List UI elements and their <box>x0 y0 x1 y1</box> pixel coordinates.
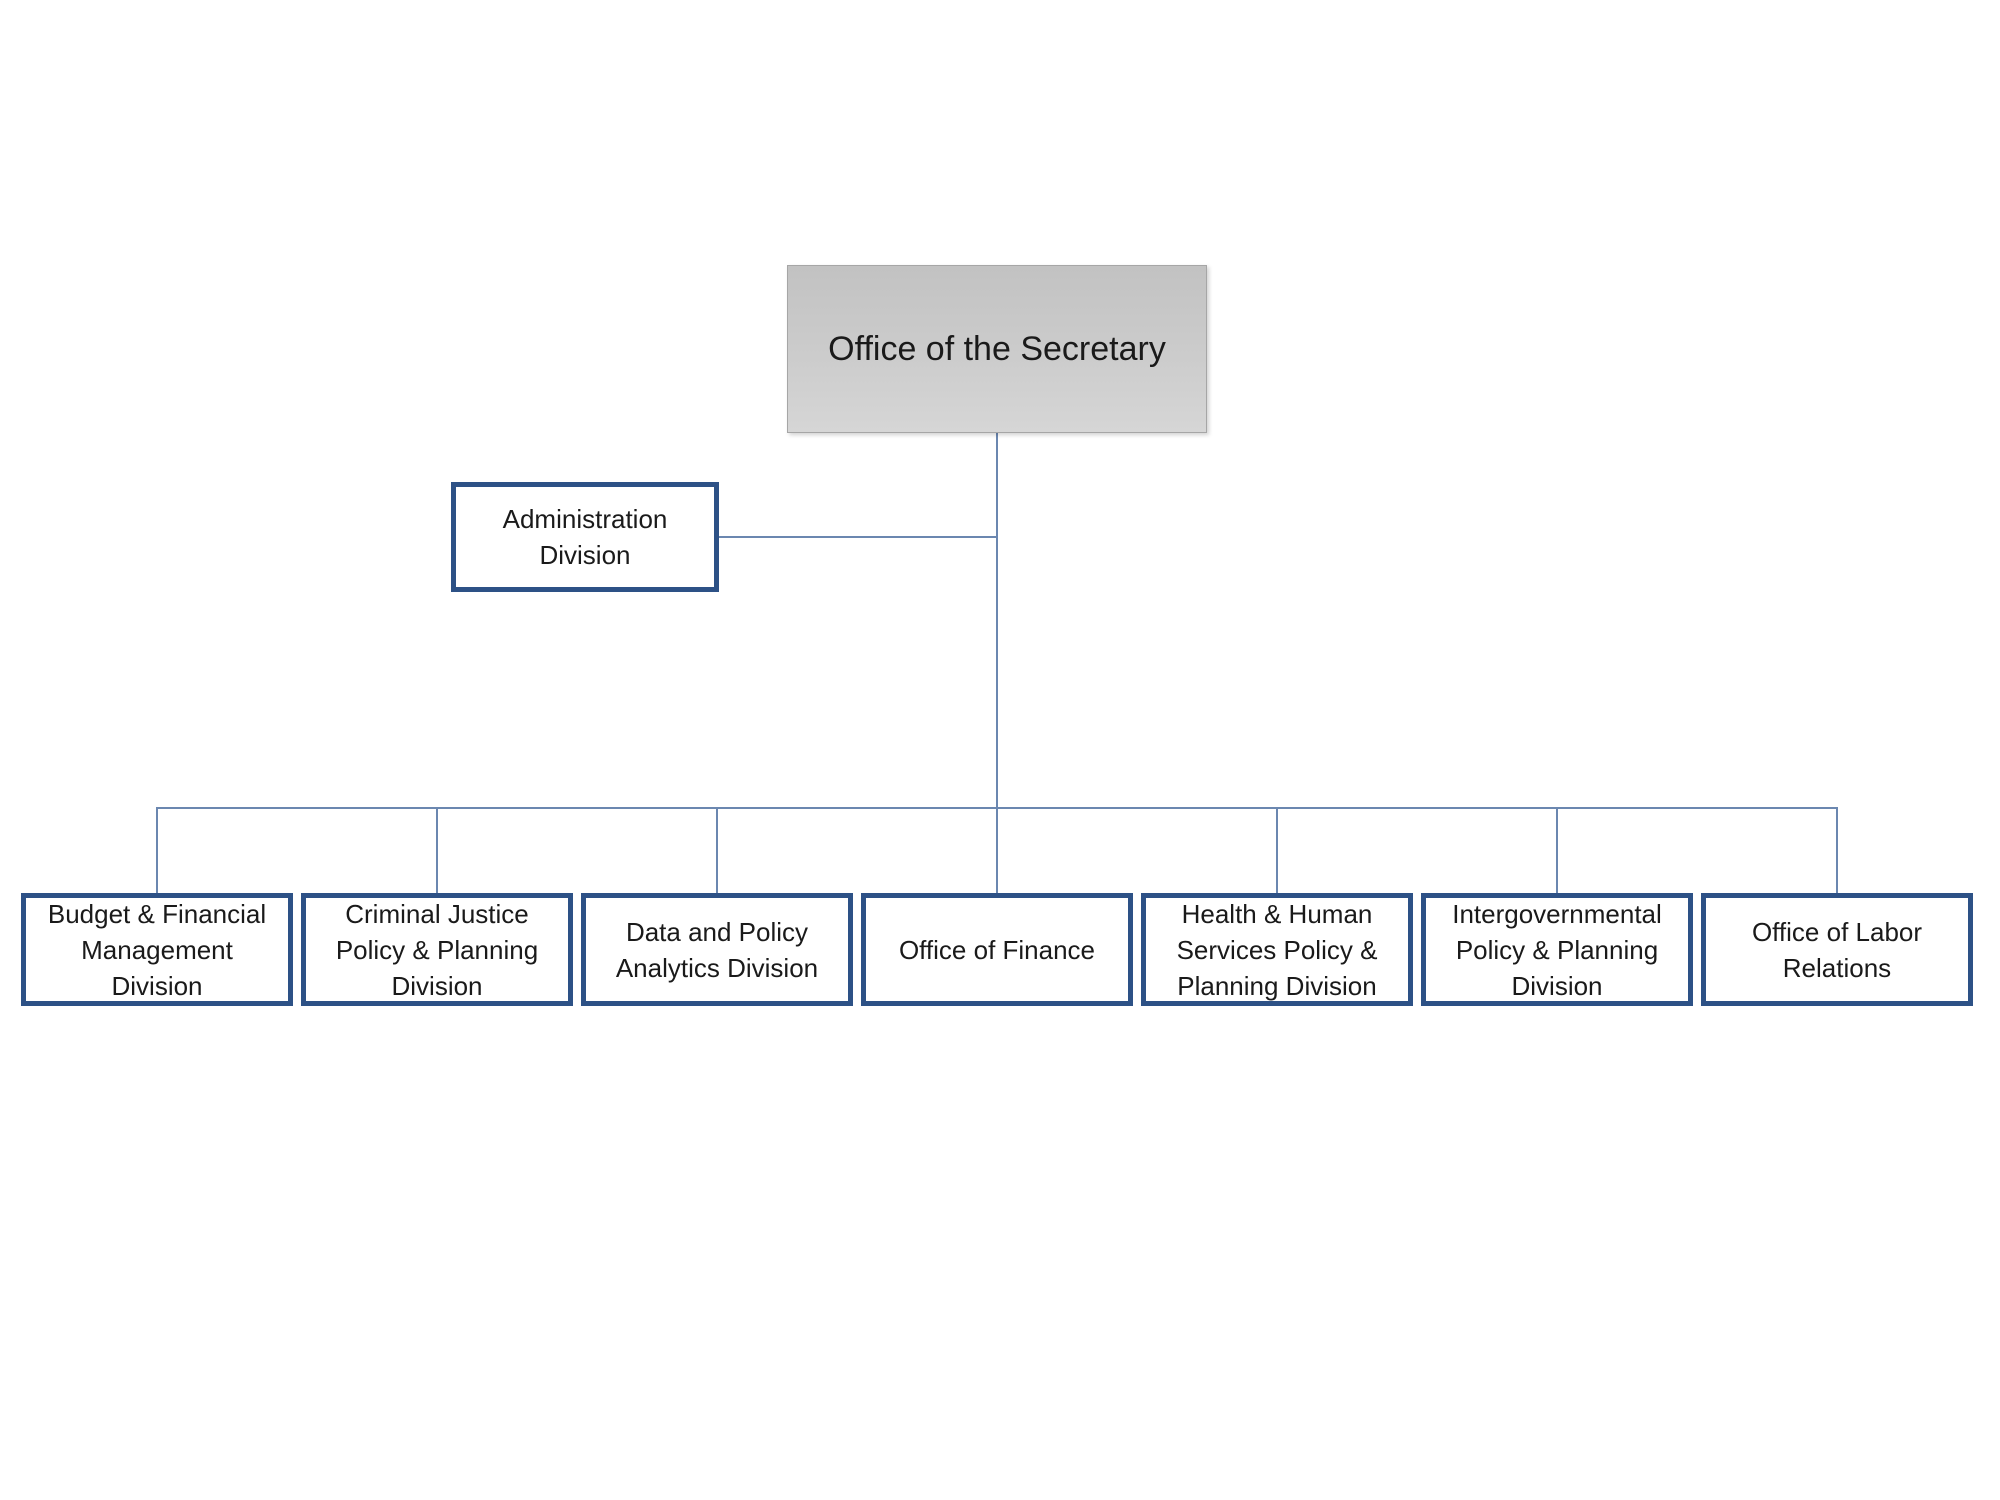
node-office-of-labor-relations: Office of Labor Relations <box>1701 893 1973 1006</box>
connector-root-vertical <box>996 433 998 809</box>
connector-drop-data-policy <box>716 807 718 894</box>
node-office-of-finance: Office of Finance <box>861 893 1133 1006</box>
connector-drop-intergovernmental <box>1556 807 1558 894</box>
node-office-of-the-secretary: Office of the Secretary <box>787 265 1207 433</box>
connector-drop-labor-relations <box>1836 807 1838 894</box>
connector-drop-finance <box>996 807 998 894</box>
node-administration-division: Administration Division <box>451 482 719 592</box>
connector-assistant-horizontal <box>719 536 998 538</box>
node-data-and-policy-analytics-division: Data and Policy Analytics Division <box>581 893 853 1006</box>
connector-drop-health-human <box>1276 807 1278 894</box>
node-budget-financial-management-division: Budget & Financial Management Division <box>21 893 293 1006</box>
connector-drop-criminal-justice <box>436 807 438 894</box>
connector-drop-budget <box>156 807 158 894</box>
node-criminal-justice-policy-planning-division: Criminal Justice Policy & Planning Divis… <box>301 893 573 1006</box>
node-intergovernmental-policy-planning-division: Intergovernmental Policy & Planning Divi… <box>1421 893 1693 1006</box>
node-health-human-services-policy-planning-division: Health & Human Services Policy & Plannin… <box>1141 893 1413 1006</box>
